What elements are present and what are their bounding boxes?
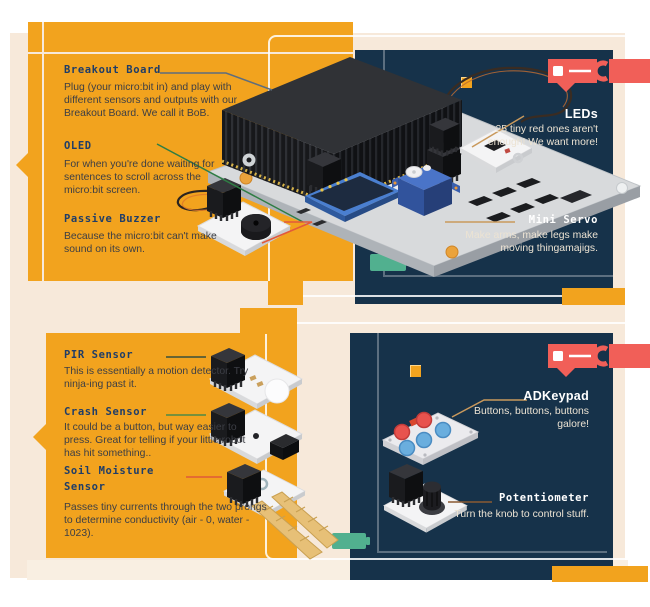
crash-body: It could be a button, but way easier to … — [64, 422, 246, 459]
oled-body: For when you're done waiting for sentenc… — [64, 159, 215, 196]
red-connector-icon — [548, 59, 650, 92]
panel-breakout-notch — [16, 152, 29, 178]
oled-illustration — [305, 172, 400, 222]
soil-body: Passes tiny currents through the two pro… — [64, 502, 267, 539]
buzzer-illustration — [241, 214, 271, 240]
corner-rect-bottom — [552, 566, 648, 582]
navy-inner-line-bottom — [377, 333, 607, 553]
panel-tab-bottom — [240, 308, 297, 334]
breakout-board-title: Breakout Board — [64, 64, 161, 76]
leds-title: LEDs — [564, 107, 598, 121]
led-connector — [428, 116, 461, 157]
leader-keypad — [451, 399, 527, 418]
keypad-illustration — [381, 411, 480, 465]
leader-lines — [156, 72, 527, 503]
panel-tab-top — [268, 281, 303, 305]
servo-illustration — [392, 165, 460, 216]
leader-oled — [156, 143, 304, 223]
servo-title: Mini Servo — [528, 214, 598, 226]
oled-title: OLED — [64, 140, 92, 152]
panel-sensors-notch — [33, 424, 46, 450]
led-module-illustration — [458, 128, 534, 173]
breakout-board-body: Plug (your micro:bit in) and play with d… — [64, 82, 238, 119]
leader-breakout — [160, 72, 273, 91]
pir-title: PIR Sensor — [64, 349, 134, 361]
leds-body: 25 tiny red ones aren't enough! We want … — [487, 124, 598, 148]
leader-leds — [471, 115, 525, 148]
pot-body: Turn the knob to control stuff. — [454, 509, 589, 520]
red-connector-icon — [548, 344, 650, 377]
buzzer-body: Because the micro:bit can't make sound o… — [64, 231, 217, 255]
crash-illustration — [253, 433, 299, 460]
orange-square-icon — [410, 365, 421, 377]
pot-connector — [387, 462, 425, 509]
battery-icon — [332, 533, 370, 549]
servo-body: Make arms, make legs make moving thingam… — [465, 230, 598, 254]
keypad-body: Buttons, buttons, buttons galore! — [474, 406, 589, 430]
crash-title: Crash Sensor — [64, 406, 148, 418]
potentiometer-illustration — [419, 481, 445, 515]
panel-inputs — [350, 333, 613, 580]
pir-illustration — [249, 375, 290, 404]
soil-illustration — [251, 477, 339, 560]
buzzer-title: Passive Buzzer — [64, 213, 161, 225]
corner-rect-top — [562, 288, 625, 305]
soil-title: Soil Moisture Sensor — [64, 465, 154, 493]
pot-title: Potentiometer — [499, 492, 589, 504]
decor-line-vertical — [42, 22, 44, 281]
decor-line-horizontal — [28, 52, 353, 54]
keypad-title: ADKeypad — [523, 389, 589, 403]
pir-body: This is essentially a motion detector. T… — [64, 366, 249, 390]
leader-buzzer — [261, 221, 313, 244]
